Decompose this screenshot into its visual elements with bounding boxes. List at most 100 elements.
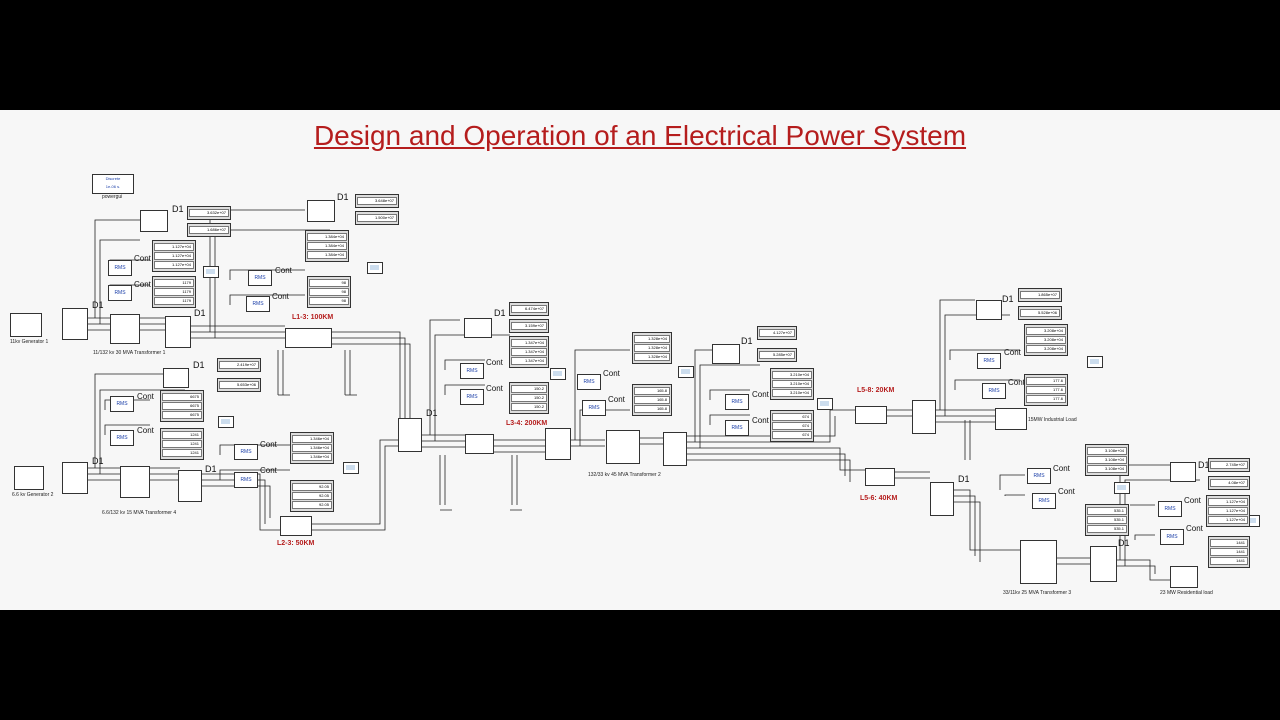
display-g1-value: 4.127e+07 <box>759 329 795 337</box>
generator-1-block[interactable] <box>10 313 42 337</box>
vi-measurement-2[interactable] <box>165 316 191 348</box>
line-l13-block[interactable] <box>285 328 332 348</box>
rms-block-3[interactable]: RMS <box>248 270 272 286</box>
display-e4-row3: 150.2 <box>511 403 547 411</box>
display-a3: 1.127e+04 1.127e+04 1.127e+04 <box>152 240 196 272</box>
display-c3-row3: 6675 <box>162 411 202 419</box>
d1-label-13: D1 <box>1118 538 1130 548</box>
transformer-4-block[interactable] <box>120 466 150 498</box>
d1-label-1: D1 <box>172 204 184 214</box>
simulink-canvas[interactable]: Design and Operation of an Electrical Po… <box>0 110 1280 610</box>
display-f1-row3: 1.328e+04 <box>634 353 670 361</box>
d1-label-4: D1 <box>194 308 206 318</box>
display-c1: 2.419e+07 <box>217 358 261 372</box>
line-l56-block[interactable] <box>865 468 895 486</box>
d1-label-8: D1 <box>494 308 506 318</box>
display-j4-row1: 1441 <box>1210 539 1248 547</box>
residential-load-block[interactable] <box>1170 566 1198 588</box>
display-c3-row2: 6675 <box>162 402 202 410</box>
pq-block-7[interactable] <box>1170 462 1196 482</box>
vi-measurement-1[interactable] <box>62 308 88 340</box>
transformer-1-label: 11/132 kv 30 MVA Transformer 1 <box>93 350 166 356</box>
rms-block-6[interactable]: RMS <box>110 430 134 446</box>
rms-block-18[interactable]: RMS <box>1032 493 1056 509</box>
residential-load-label: 23 MW Residential load <box>1160 590 1213 596</box>
cont-label-4: Cont <box>272 292 289 301</box>
display-d2-row1: 92.05 <box>292 483 332 491</box>
line-l34-block[interactable] <box>465 434 494 454</box>
vi-measurement-3[interactable] <box>62 462 88 494</box>
scope-7[interactable] <box>817 398 833 410</box>
pq-block-3[interactable] <box>163 368 189 388</box>
pq-block-6[interactable] <box>976 300 1002 320</box>
line-l58-block[interactable] <box>855 406 887 424</box>
scope-6[interactable] <box>678 366 694 378</box>
rms-block-19[interactable]: RMS <box>1158 501 1182 517</box>
line-l23-block[interactable] <box>280 516 312 536</box>
display-f1-row2: 1.328e+04 <box>634 344 670 352</box>
display-h3: 3.208e+04 3.208e+04 3.208e+04 <box>1024 324 1068 356</box>
display-d2: 92.05 92.05 92.05 <box>290 480 334 512</box>
display-a4: 1179 1179 1179 <box>152 276 196 308</box>
vi-measurement-bus6[interactable] <box>930 482 954 516</box>
powergui-block[interactable]: Discrete 1e-06 s. <box>92 174 134 194</box>
rms-block-9[interactable]: RMS <box>460 363 484 379</box>
scope-2[interactable] <box>367 262 383 274</box>
powergui-step: 1e-06 s. <box>105 184 121 189</box>
rms-block-15[interactable]: RMS <box>977 353 1001 369</box>
generator-2-block[interactable] <box>14 466 44 490</box>
display-b2: 1.500e+07 <box>355 211 399 225</box>
rms-block-11[interactable]: RMS <box>577 374 601 390</box>
vi-measurement-bus8[interactable] <box>912 400 936 434</box>
cont-label-20: Cont <box>1186 524 1203 533</box>
rms-block-13[interactable]: RMS <box>725 394 749 410</box>
display-i2-row2: 535.1 <box>1087 516 1127 524</box>
scope-1[interactable] <box>203 266 219 278</box>
rms-block-2[interactable]: RMS <box>108 285 132 301</box>
rms-block-10[interactable]: RMS <box>460 389 484 405</box>
d1-label-10: D1 <box>741 336 753 346</box>
display-d1: 1.346e+04 1.346e+04 1.346e+04 <box>290 432 334 464</box>
rms-block-16[interactable]: RMS <box>982 383 1006 399</box>
scope-3[interactable] <box>218 416 234 428</box>
pq-block-5[interactable] <box>712 344 740 364</box>
vi-measurement-bus7[interactable] <box>1090 546 1117 582</box>
pq-block-2[interactable] <box>307 200 335 222</box>
display-h4-row3: 177.6 <box>1026 395 1066 403</box>
scope-4[interactable] <box>343 462 359 474</box>
rms-block-4[interactable]: RMS <box>246 296 270 312</box>
vi-measurement-bus3[interactable] <box>398 418 422 452</box>
rms-block-12[interactable]: RMS <box>582 400 606 416</box>
industrial-load-block[interactable] <box>995 408 1027 430</box>
diagram-title: Design and Operation of an Electrical Po… <box>313 120 967 151</box>
vi-measurement-bus5[interactable] <box>663 432 687 466</box>
rms-block-20[interactable]: RMS <box>1160 529 1184 545</box>
rms-block-7[interactable]: RMS <box>234 444 258 460</box>
rms-block-5[interactable]: RMS <box>110 396 134 412</box>
display-a2: 1.686e+07 <box>187 223 231 237</box>
rms-block-14[interactable]: RMS <box>725 420 749 436</box>
vi-measurement-bus4[interactable] <box>545 428 571 460</box>
display-j1: 2.745e+07 <box>1208 458 1250 472</box>
vi-measurement-4[interactable] <box>178 470 202 502</box>
scope-5[interactable] <box>550 368 566 380</box>
pq-block-4[interactable] <box>464 318 492 338</box>
rms-block-8[interactable]: RMS <box>234 472 258 488</box>
rms-block-17[interactable]: RMS <box>1027 468 1051 484</box>
display-h1-value: 1.865e+07 <box>1020 291 1060 299</box>
scope-8[interactable] <box>1087 356 1103 368</box>
cont-label-13: Cont <box>752 390 769 399</box>
display-j3: 1.127e+04 1.127e+04 1.127e+04 <box>1206 495 1250 527</box>
display-j3-row2: 1.127e+04 <box>1208 507 1248 515</box>
display-j2: 4.08e+07 <box>1208 476 1250 490</box>
transformer-1-block[interactable] <box>110 314 140 344</box>
cont-label-10: Cont <box>486 384 503 393</box>
transformer-2-block[interactable] <box>606 430 640 464</box>
rms-block-1[interactable]: RMS <box>108 260 132 276</box>
display-j4-row3: 1441 <box>1210 557 1248 565</box>
pq-block-1[interactable] <box>140 210 168 232</box>
scope-9[interactable] <box>1114 482 1130 494</box>
transformer-3-block[interactable] <box>1020 540 1057 584</box>
display-c4: 1241 1241 1241 <box>160 428 204 460</box>
display-b2-value: 1.500e+07 <box>357 214 397 222</box>
